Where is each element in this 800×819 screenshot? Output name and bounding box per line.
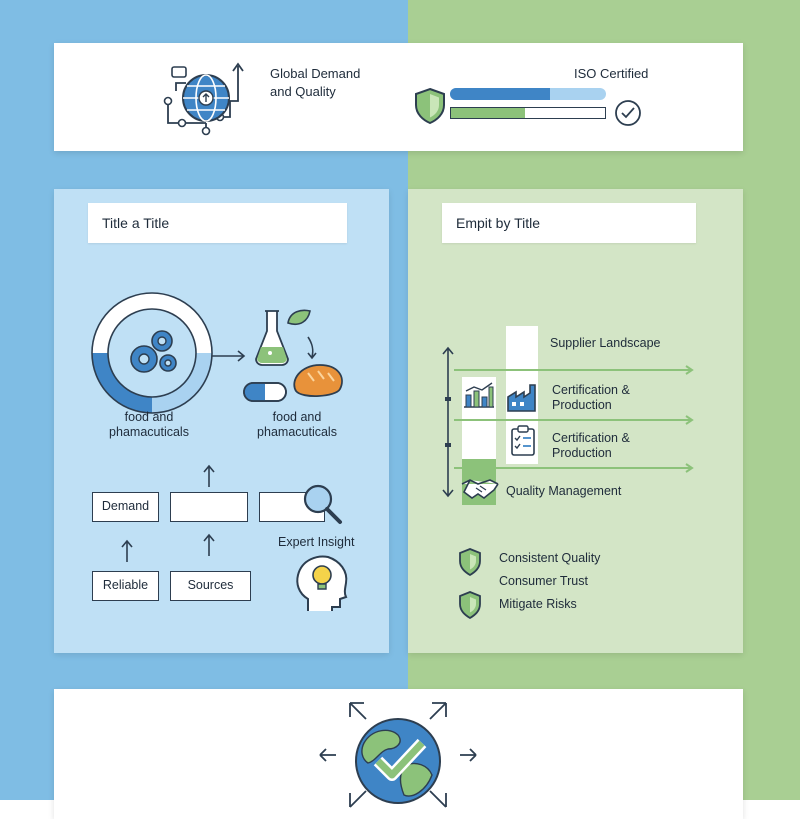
arrow-up-icon: [203, 464, 215, 487]
left-panel-title: Title a Title: [88, 203, 347, 243]
magnifier-icon: [303, 484, 342, 524]
arrow-up-icon: [121, 539, 133, 562]
footer-card: [54, 689, 743, 819]
arrow-up-icon: [203, 533, 215, 556]
supplier-landscape-label: Supplier Landscape: [550, 336, 661, 350]
shield-icon: [415, 87, 445, 125]
shield-icon: [459, 591, 481, 620]
progress-bar-top: [450, 88, 606, 100]
handshake-icon: [461, 479, 499, 499]
left-panel: Title a Title: [54, 189, 389, 653]
checkmark-circle-icon: [615, 100, 641, 126]
cert-production-label-1: Certification & Production: [552, 383, 630, 412]
benefit-consumer-trust: Consumer Trust: [499, 574, 588, 588]
caption-left: food and phamacuticals: [109, 410, 189, 439]
head-lightbulb-icon: [296, 555, 348, 611]
expert-insight-label: Expert Insight: [278, 535, 355, 549]
quality-management-label: Quality Management: [506, 484, 622, 498]
right-panel-title: Empit by Title: [442, 203, 696, 243]
globe-network-icon: [163, 62, 244, 136]
benefit-consistent-quality: Consistent Quality: [499, 551, 601, 565]
sources-box: Sources: [170, 571, 251, 601]
right-panel: Empit by Title Supplier Lan: [408, 189, 743, 653]
cert-production-label-2: Certification & Production: [552, 431, 630, 460]
iso-certified-label: ISO Certified: [574, 66, 649, 81]
demand-box: Demand: [92, 492, 159, 522]
reliable-box: Reliable: [92, 571, 159, 601]
empty-box: [170, 492, 248, 522]
flow-arrows: [454, 365, 694, 473]
header-card: Global Demand and Quality ISO Certified: [54, 43, 743, 151]
pill-icon: [243, 382, 287, 402]
factory-icon: [507, 384, 536, 412]
gear-cycle-icon: [91, 292, 213, 414]
checklist-icon: [511, 425, 535, 456]
arrow-right-icon: [212, 350, 246, 362]
leaf-icon: [287, 309, 317, 360]
flask-icon: [255, 310, 289, 366]
shield-icon: [459, 548, 481, 577]
caption-right: food and phamacuticals: [257, 410, 337, 439]
bread-icon: [293, 364, 343, 397]
bar-chart-icon: [464, 382, 494, 408]
progress-bar-bottom: [450, 107, 606, 119]
globe-check-icon: [319, 702, 477, 808]
benefit-mitigate-risks: Mitigate Risks: [499, 597, 577, 611]
global-demand-label: Global Demand and Quality: [270, 66, 361, 99]
timeline-axis: [442, 346, 454, 498]
